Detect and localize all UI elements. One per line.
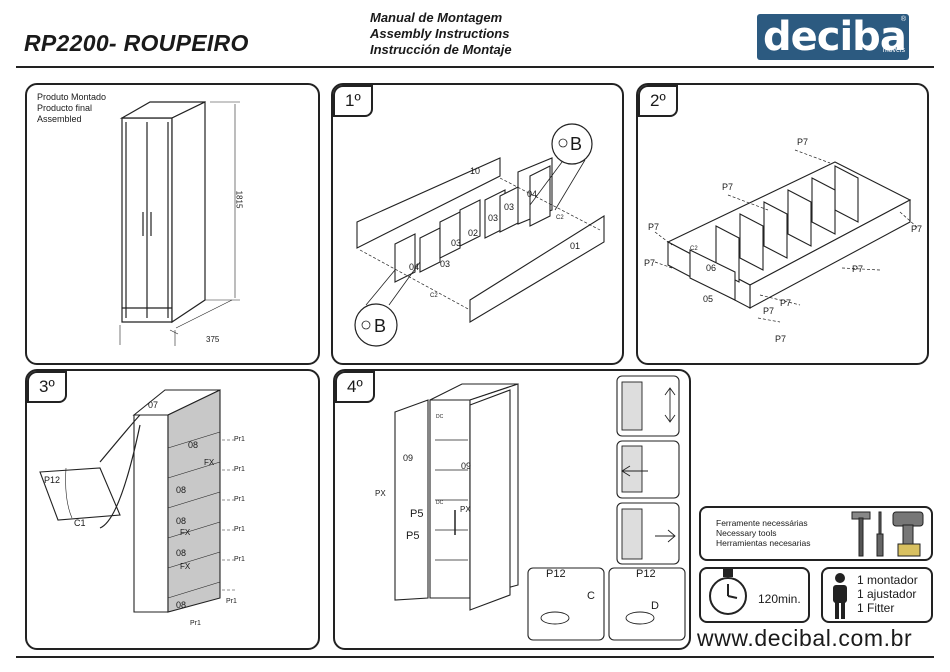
footer-divider <box>16 656 934 658</box>
dimension-height: 1815 <box>234 190 244 209</box>
step-2-number: 2º <box>638 85 678 117</box>
step-2-screw-e: P7 <box>644 258 656 268</box>
step-4-p5-b: P5 <box>406 530 420 542</box>
step-3-shelf-1: 08 <box>188 440 199 450</box>
step-3-shelf-3: 08 <box>176 516 187 526</box>
step-3-fix-3: FX <box>180 562 191 571</box>
step-4-hinge-c: C <box>587 590 595 602</box>
tools-box <box>699 506 933 561</box>
assembled-label-pt: Produto Montado <box>37 92 107 102</box>
step-3-part-07: 07 <box>148 400 159 410</box>
assembled-label-en: Assembled <box>37 114 82 124</box>
step-3-fix-1: FX <box>204 458 215 467</box>
step-3-pin-2: Pr1 <box>234 466 245 473</box>
assembled-label-es: Producto final <box>37 103 93 113</box>
panel-step-4: 4º <box>333 369 691 650</box>
logo-registered-mark: ® <box>900 16 906 23</box>
step-1-part-01: 01 <box>570 241 581 251</box>
step-2-screw-b: P7 <box>722 182 734 192</box>
step-1-part-03-c: 03 <box>451 238 462 248</box>
step-4-door-right: 09 <box>461 461 472 471</box>
step-3-screw: P12 <box>44 475 61 485</box>
step-2-screw-i: P7 <box>775 334 787 344</box>
tools-label-en: Necessary tools <box>716 528 777 538</box>
assembled-label: Produto Montado Producto final Assembled <box>37 92 106 125</box>
dimension-depth: 375 <box>206 335 220 344</box>
assembly-time: 120min. <box>758 592 801 606</box>
step-3-pin-1: Pr1 <box>234 436 245 443</box>
step-4-px-left: PX <box>375 489 386 498</box>
step-1-part-03-b: 03 <box>488 213 499 223</box>
step-1-hardware-top: B <box>570 134 583 154</box>
fitter-label-en: 1 Fitter <box>857 601 895 615</box>
step-4-hinge-screw-d: P12 <box>636 568 656 580</box>
step-2-screw-c: P7 <box>648 222 660 232</box>
step-3-pin-4: Pr1 <box>234 526 245 533</box>
step-3-clip: C1 <box>74 518 86 528</box>
step-3-pin-6: Pr1 <box>226 598 237 605</box>
step-1-part-03-d: 03 <box>440 259 451 269</box>
manual-title-block: Manual de Montagem Assembly Instructions… <box>370 10 512 58</box>
step-2-part-05: 05 <box>703 294 714 304</box>
step-2-screw-f: P7 <box>852 264 864 274</box>
step-1-clip-label: C2 <box>556 215 564 221</box>
website-url[interactable]: www.decibal.com.br <box>697 625 913 651</box>
brand-logo: decibal ® móveis <box>757 14 920 60</box>
step-3-pin-3: Pr1 <box>234 496 245 503</box>
step-4-number: 4º <box>335 371 375 403</box>
fitter-label-pt: 1 montador <box>857 573 918 587</box>
step-3-pin-5: Pr1 <box>234 556 245 563</box>
step-3-shelf-2: 08 <box>176 485 187 495</box>
tools-label-es: Herramientas necesarias <box>716 538 811 548</box>
step-2-screw-d: P7 <box>911 224 923 234</box>
fitter-label: 1 montador 1 ajustador 1 Fitter <box>857 573 918 615</box>
step-1-number: 1º <box>333 85 373 117</box>
document-title: RP2200- ROUPEIRO <box>24 30 249 56</box>
step-4-px-right: PX <box>460 505 471 514</box>
step-2-screw-h: P7 <box>763 306 775 316</box>
step-4-dc-mid: DC <box>436 500 444 506</box>
tools-label: Ferramente necessárias Necessary tools H… <box>716 518 810 548</box>
manual-title-en: Assembly Instructions <box>370 26 510 41</box>
step-1-part-04-bottom: 04 <box>409 262 420 272</box>
step-2-clip: C2 <box>690 246 698 252</box>
step-3-pin-7: Pr1 <box>190 620 201 627</box>
panel-assembled <box>25 83 320 365</box>
step-3-fix-2: FX <box>180 528 191 537</box>
step-1-part-10: 10 <box>470 166 481 176</box>
panel-step-3: 3º <box>25 369 320 650</box>
step-2-part-06: 06 <box>706 263 717 273</box>
step-4-dc-top: DC <box>436 414 444 420</box>
step-4-p5-a: P5 <box>410 508 424 520</box>
step-2-screw-g: P7 <box>780 298 792 308</box>
step-3-shelf-4: 08 <box>176 548 187 558</box>
header-divider <box>16 66 934 68</box>
step-4-hinge-screw-c: P12 <box>546 568 566 580</box>
logo-wordmark: decibal <box>763 14 920 60</box>
step-3-number: 3º <box>27 371 67 403</box>
step-1-part-03-a: 03 <box>504 202 515 212</box>
manual-title-pt: Manual de Montagem <box>370 10 503 25</box>
step-2-screw-a: P7 <box>797 137 809 147</box>
step-4-hinge-d: D <box>651 600 659 612</box>
step-4-door-left: 09 <box>403 453 414 463</box>
tools-label-pt: Ferramente necessárias <box>716 518 808 528</box>
step-1-hardware-bottom: B <box>374 316 387 336</box>
fitter-label-es: 1 ajustador <box>857 587 917 601</box>
step-1-part-04-top: 04 <box>527 189 538 199</box>
manual-title-es: Instrucción de Montaje <box>370 42 512 57</box>
panel-step-2: 2º <box>636 83 929 365</box>
step-1-part-02: 02 <box>468 228 479 238</box>
logo-subtitle: móveis <box>882 47 905 54</box>
step-3-shelf-5: 08 <box>176 600 187 610</box>
step-1-clip-label-2: C2 <box>430 293 438 299</box>
